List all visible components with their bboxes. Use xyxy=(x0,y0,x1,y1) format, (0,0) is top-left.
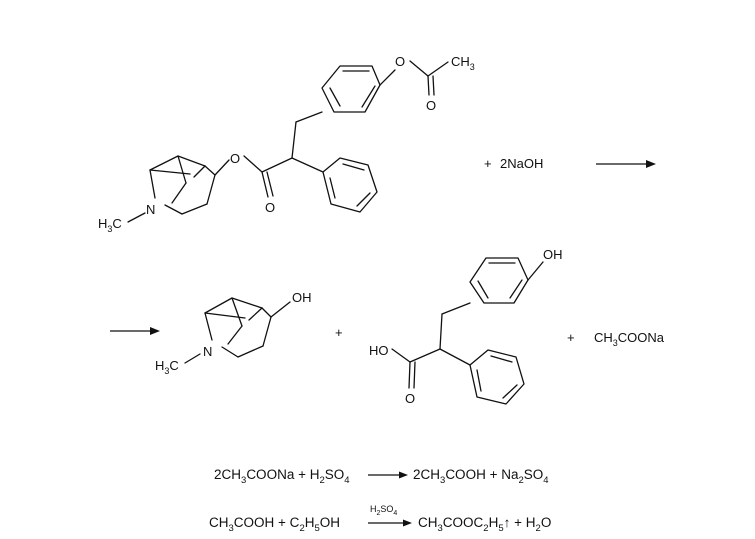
reactant-acetoxy-oxygen-label: O xyxy=(395,54,405,69)
acid-carbonyl-oxygen-label: O xyxy=(405,391,415,406)
reactant-ester-oxygen-label: O xyxy=(230,151,240,166)
acid-phenyl-ring xyxy=(469,349,525,405)
reactant-nitrogen-label: N xyxy=(146,202,155,217)
tropine-nitrogen-label: N xyxy=(203,344,212,359)
equation-1: 2CH3COONa + H2SO4 2CH3COOH + Na2SO4 xyxy=(214,467,549,486)
equation-2-reactants: CH3COOH + C2H5OH xyxy=(209,515,340,534)
equation-1-products: 2CH3COOH + Na2SO4 xyxy=(413,467,549,486)
equation-1-reactants: 2CH3COONa + H2SO4 xyxy=(214,467,350,486)
equation-2: CH3COOH + C2H5OH H2SO4 CH3COOC2H5↑ + H2O xyxy=(209,504,551,534)
reactant-molecule: H3C N O O O O CH3 xyxy=(98,54,475,234)
reactant-n-methyl-label: H3C xyxy=(98,216,122,234)
acid-hydroxyl-label: HO xyxy=(369,343,389,358)
acid-para-ring xyxy=(469,257,529,304)
acid-phenol-label: OH xyxy=(543,247,563,262)
product-plus-sign-1: + xyxy=(335,325,343,340)
tropane-cage xyxy=(127,155,216,223)
reagent-plus-sign: + xyxy=(484,156,492,171)
product-plus-sign-2: + xyxy=(567,330,575,345)
tropine-molecule: OH N H3C xyxy=(155,290,312,376)
reaction-arrow-1 xyxy=(596,160,656,168)
tropine-n-methyl-label: H3C xyxy=(155,358,179,376)
equation-2-catalyst: H2SO4 xyxy=(370,504,397,517)
reactant-phenyl-ring xyxy=(322,157,378,213)
equation-2-products: CH3COOC2H5↑ + H2O xyxy=(418,515,551,534)
reactant-para-ring xyxy=(321,65,381,113)
tropine-hydroxyl-label: OH xyxy=(292,290,312,305)
reactant-carbonyl-oxygen-label: O xyxy=(265,200,275,215)
sodium-acetate-label: CH3COONa xyxy=(594,330,665,348)
reagent-naoh-label: 2NaOH xyxy=(500,156,543,171)
reactant-acetoxy-carbonyl-oxygen-label: O xyxy=(426,98,436,113)
reaction-arrow-2 xyxy=(110,327,160,335)
reactant-acetyl-methyl-label: CH3 xyxy=(451,54,475,72)
hydroxyphenyl-acid-molecule: HO O OH xyxy=(369,247,563,406)
